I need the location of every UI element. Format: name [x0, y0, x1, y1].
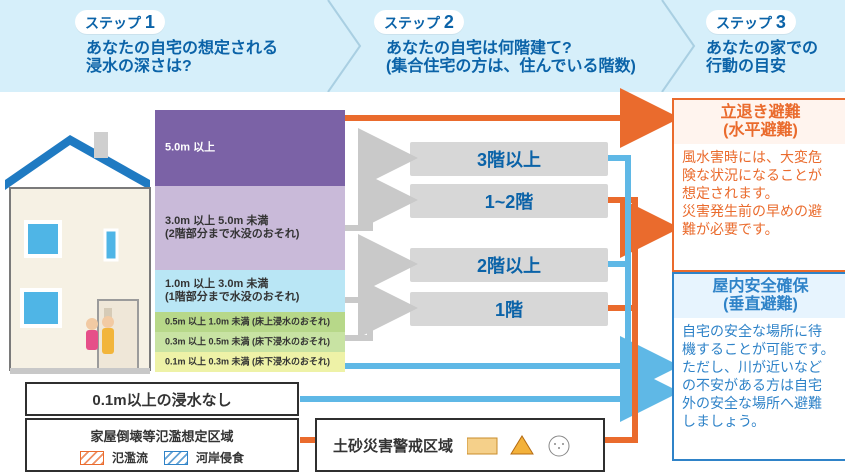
landslide-label: 土砂災害警戒区域 [333, 437, 454, 455]
floor-box-3plus-label: 3階以上 [476, 150, 541, 170]
landslide-box: 土砂災害警戒区域 [315, 418, 605, 472]
erosion-swatch [164, 450, 188, 465]
depth-band-03-05m-label: 0.3m 以上 0.5m 未満 (床下浸水のおそれ) [165, 336, 331, 347]
floor-box-1-2: 1~2階 [410, 184, 608, 218]
depth-band-1-3m: 1.0m 以上 3.0m 未満 (1階部分まで水没のおそれ) [155, 270, 345, 312]
step-3-number: 3 [775, 12, 786, 32]
arrow-legend-to-evac [300, 228, 638, 443]
collapse-legend-box: 家屋倒壊等氾濫想定区域 氾濫流 河岸侵食 [25, 418, 299, 472]
collapse-legend-title: 家屋倒壊等氾濫想定区域 [90, 429, 234, 444]
evacuation-title: 立退き避難 (水平避難) [674, 100, 845, 144]
overflow-swatch [79, 450, 104, 465]
step-3-title: あなたの家での 行動の目安 [706, 40, 819, 75]
arrow-1-2-to-evac [608, 197, 680, 258]
erosion-label: 河岸侵食 [196, 451, 245, 465]
floor-box-1: 1階 [410, 292, 608, 326]
floor-box-1-2-label: 1~2階 [484, 192, 534, 212]
shelter-body: 自宅の安全な場所に待 機することが可能です。 ただし、川が近いなど の不安がある… [682, 323, 835, 429]
step-3-prefix: ステップ [716, 15, 772, 31]
depth-band-1-3m-label: 1.0m 以上 3.0m 未満 (1階部分まで水没のおそれ) [165, 278, 300, 303]
landslide-icons [467, 435, 570, 457]
arrow-1-3m-to-2plus [345, 234, 418, 303]
depth-band-01-03m-label: 0.1m 以上 0.3m 未満 (床下浸水のおそれ) [165, 356, 331, 367]
step-3-pill: ステップ 3 [706, 10, 796, 34]
shelter-title: 屋内安全確保 (垂直避難) [674, 274, 845, 318]
step-2-prefix: ステップ [384, 15, 440, 31]
floor-box-1-label: 1階 [494, 300, 523, 320]
evacuation-body: 風水害時には、大変危 険な状況になることが 想定されます。 災害発生前の早めの避… [682, 149, 822, 237]
no-flood-label: 0.1m以上の浸水なし [92, 391, 232, 409]
step-1-pill: ステップ 1 [75, 10, 165, 34]
arrow-1-3m-to-1 [358, 278, 418, 338]
step-1-prefix: ステップ [85, 15, 141, 31]
step-1-title: あなたの自宅の想定される 浸水の深さは? [86, 40, 279, 75]
evacuation-box: 立退き避難 (水平避難) 風水害時には、大変危 険な状況になることが 想定されま… [672, 98, 845, 272]
header: ステップ 1 あなたの自宅の想定される 浸水の深さは? ステップ 2 あなたの自… [0, 0, 845, 92]
legend-item-erosion: 河岸侵食 [164, 449, 244, 466]
step-2-number: 2 [443, 12, 454, 32]
legend-item-overflow: 氾濫流 [79, 449, 148, 466]
step-1-number: 1 [144, 12, 155, 32]
depth-band-03-05m: 0.3m 以上 0.5m 未満 (床下浸水のおそれ) [155, 332, 345, 352]
arrow-3-5m-to-1-2 [358, 170, 418, 230]
floor-box-3plus: 3階以上 [410, 142, 608, 176]
step-2-pill: ステップ 2 [374, 10, 464, 34]
step-2-title: あなたの自宅は何階建て? (集合住宅の方は、住んでいる階数) [386, 40, 636, 75]
shelter-box: 屋内安全確保 (垂直避難) 自宅の安全な場所に待 機することが可能です。 ただし… [672, 272, 845, 461]
depth-band-01-03m: 0.1m 以上 0.3m 未満 (床下浸水のおそれ) [155, 352, 345, 372]
depth-band-5m-label: 5.0m 以上 [165, 141, 216, 154]
collapse-legend-items: 氾濫流 河岸侵食 [27, 449, 297, 466]
depth-band-3-5m-label: 3.0m 以上 5.0m 未満 (2階部分まで水没のおそれ) [165, 215, 300, 240]
arrow-no-flood-to-shelter [300, 366, 631, 402]
floor-box-2plus-label: 2階以上 [476, 256, 541, 276]
no-flood-box: 0.1m以上の浸水なし [25, 382, 299, 416]
depth-band-05-1m: 0.5m 以上 1.0m 未満 (床上浸水のおそれ) [155, 312, 345, 332]
depth-band-3-5m: 3.0m 以上 5.0m 未満 (2階部分まで水没のおそれ) [155, 186, 345, 270]
floor-box-2plus: 2階以上 [410, 248, 608, 282]
arrow-lower-bands-connector [345, 308, 373, 341]
depth-band-05-1m-label: 0.5m 以上 1.0m 未満 (床上浸水のおそれ) [165, 316, 331, 327]
house-illustration [0, 110, 160, 390]
depth-band-5m: 5.0m 以上 [155, 110, 345, 186]
overflow-label: 氾濫流 [111, 451, 148, 465]
arrow-3-5m-to-3plus [345, 128, 418, 231]
